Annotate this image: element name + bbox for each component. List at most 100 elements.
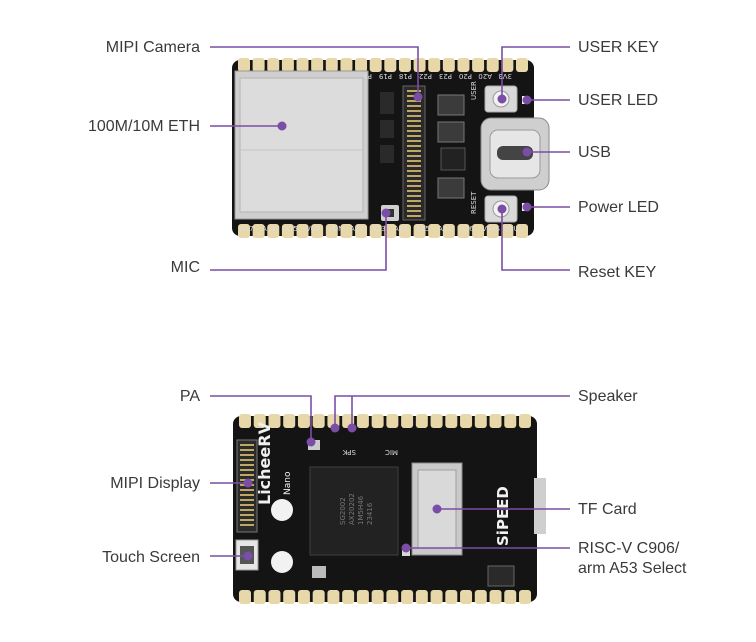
silk-label: P19 [379, 72, 392, 80]
mipi-display-pins [240, 444, 254, 526]
castellated-pad [428, 58, 441, 72]
connector-pin [240, 494, 254, 496]
leader-dot [497, 94, 507, 104]
silk-label: VOP [306, 225, 320, 233]
connector-pin [407, 105, 421, 107]
castellated-pad [504, 414, 517, 428]
leader-dot [522, 147, 532, 157]
castellated-pad [519, 590, 531, 604]
castellated-pad [340, 224, 353, 238]
bottom-board-bottom-pads [239, 590, 531, 604]
castellated-pad [472, 224, 485, 238]
silk-label: A24 [350, 225, 364, 233]
castellated-pad [296, 224, 309, 238]
connector-pin [240, 504, 254, 506]
board-subname: Nano [283, 471, 293, 495]
connector-pin [240, 449, 254, 451]
castellated-pad [267, 58, 280, 72]
leader-dot [522, 202, 532, 212]
connector-pin [407, 150, 421, 152]
castellated-pad [489, 414, 502, 428]
castellated-pad [384, 224, 397, 238]
castellated-pad [474, 414, 487, 428]
connector-pin [407, 180, 421, 182]
connector-pin [240, 519, 254, 521]
castellated-pad [355, 58, 368, 72]
castellated-pad [457, 58, 470, 72]
silk-label: USER [470, 81, 478, 100]
castellated-pad [472, 58, 485, 72]
label-usb: USB [578, 144, 611, 161]
leader-lines [210, 46, 570, 561]
silk-label: MIC [385, 448, 398, 456]
connector-pin [407, 170, 421, 172]
castellated-pad [355, 224, 368, 238]
castellated-pad [501, 58, 514, 72]
castellated-pad [281, 58, 294, 72]
silk-label: A17 [240, 225, 254, 233]
connector-pin [240, 514, 254, 516]
castellated-pad [252, 224, 265, 238]
castellated-pad [369, 58, 382, 72]
label-user-led: USER LED [578, 92, 659, 109]
castellated-pad [504, 590, 517, 604]
castellated-pad [457, 224, 470, 238]
castellated-pad [445, 590, 458, 604]
castellated-pad [283, 414, 296, 428]
castellated-pad [401, 590, 414, 604]
castellated-pad [415, 414, 428, 428]
castellated-pad [413, 224, 426, 238]
connector-pin [407, 125, 421, 127]
connector-pin [407, 195, 421, 197]
top-board [232, 58, 550, 238]
leader-dot [330, 423, 340, 433]
label-user-key: USER KEY [578, 39, 659, 56]
silk-label: A22 [438, 225, 452, 233]
castellated-pad [267, 224, 280, 238]
connector-pin [240, 524, 254, 526]
connector-pin [407, 160, 421, 162]
leader-dot [277, 121, 287, 131]
label-touch-screen: Touch Screen [102, 549, 200, 566]
connector-pin [407, 165, 421, 167]
silk-label: A26 [460, 225, 474, 233]
silk-label: A15 [284, 225, 298, 233]
castellated-pad [371, 414, 384, 428]
castellated-pad [460, 414, 473, 428]
castellated-pad [516, 58, 528, 72]
silk-label: VBUS [504, 225, 524, 233]
leader-dot [413, 92, 423, 102]
castellated-pad [311, 58, 324, 72]
castellated-pad [356, 590, 369, 604]
castellated-pad [430, 414, 443, 428]
bottom-edge-pads [238, 224, 528, 238]
castellated-pad [398, 58, 411, 72]
silk-label: A16 [262, 225, 276, 233]
connector-pin [240, 489, 254, 491]
leader-line [501, 46, 570, 99]
board-name: LicheeRV [255, 421, 274, 505]
leader-line [501, 209, 570, 271]
castellated-pad [311, 224, 324, 238]
castellated-pad [297, 414, 310, 428]
castellated-pad [519, 414, 531, 428]
silk-label: A20 [478, 72, 492, 80]
castellated-pad [252, 58, 265, 72]
silk-label: RESET [470, 191, 478, 214]
castellated-pad [516, 224, 528, 238]
connector-pin [407, 115, 421, 117]
silk-label: A25 [416, 225, 430, 233]
castellated-pad [486, 58, 499, 72]
label-power-led: Power LED [578, 199, 659, 216]
silk-label: A27 [394, 225, 408, 233]
silk-label: P1 [363, 72, 372, 80]
label-reset-key: Reset KEY [578, 264, 657, 281]
connector-pin [240, 464, 254, 466]
connector-pin [240, 509, 254, 511]
label-riscv-select-line1: RISC-V C906/ [578, 540, 680, 557]
silk-label: A23 [372, 225, 386, 233]
connector-pin [407, 205, 421, 207]
chip-marking: AX20202 [348, 493, 356, 525]
